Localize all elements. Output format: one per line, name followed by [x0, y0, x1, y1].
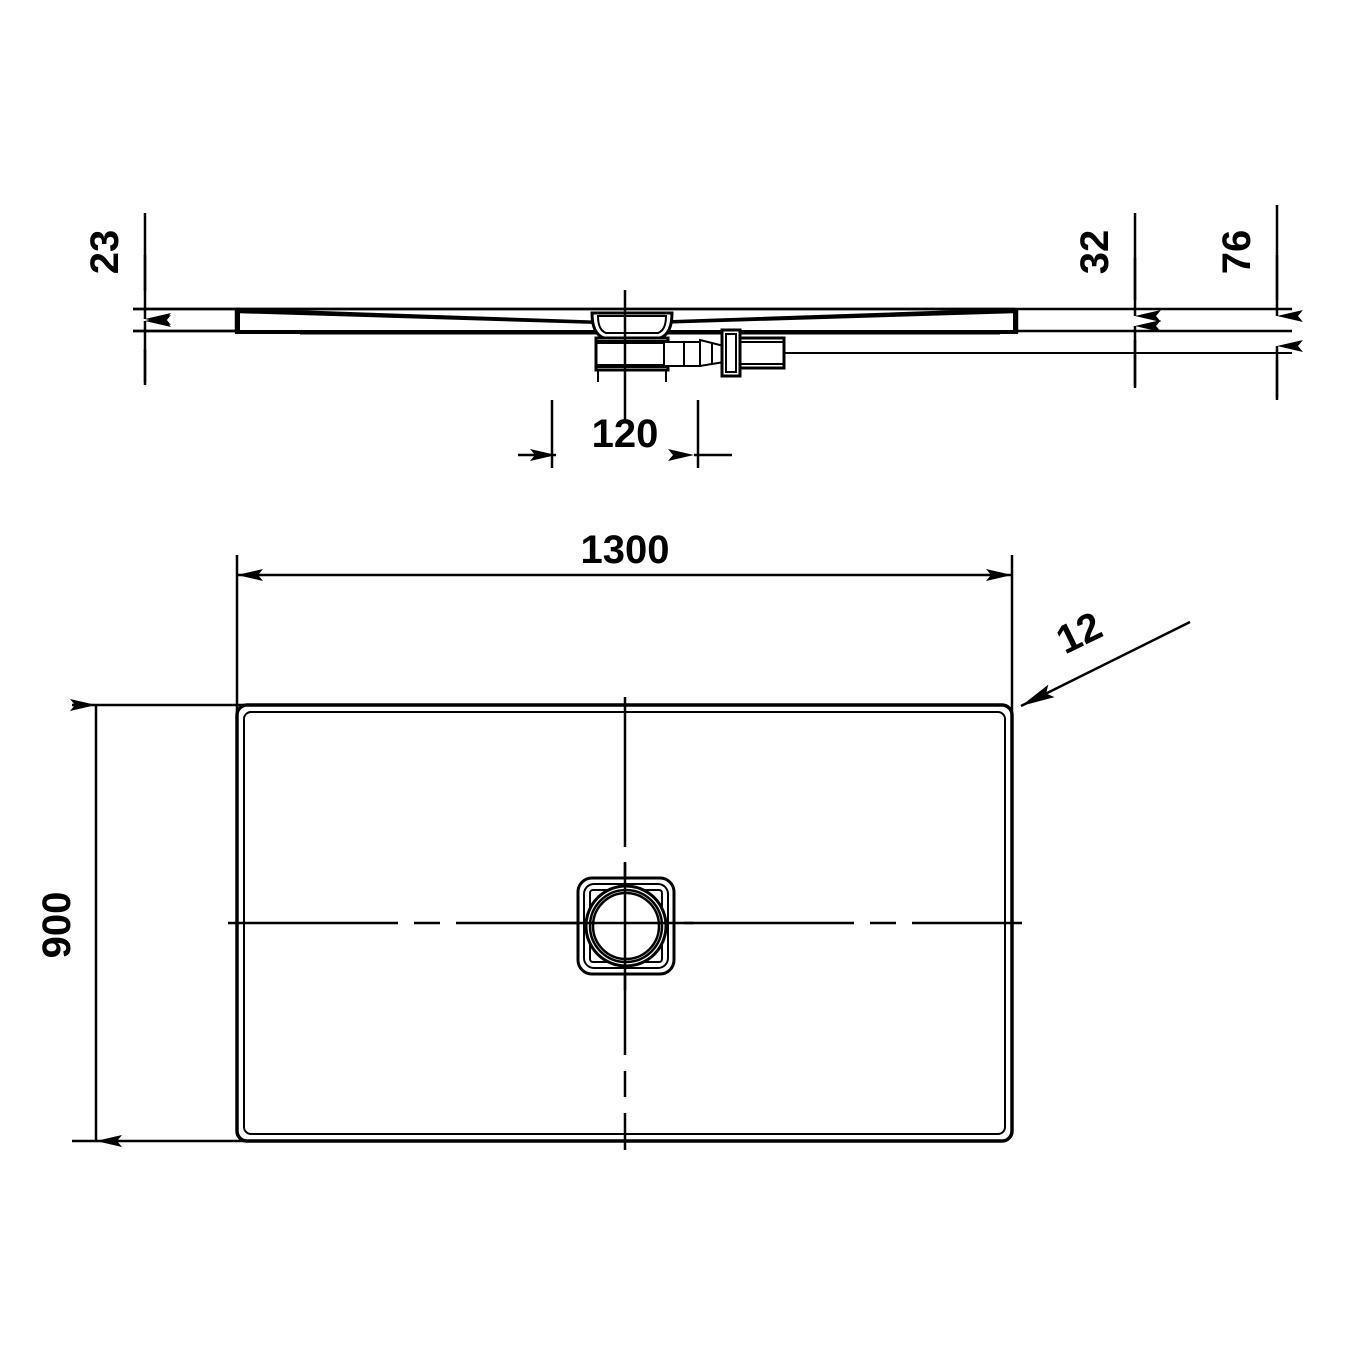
dimension-120 [518, 400, 732, 468]
waste-trap-assembly [590, 311, 1292, 382]
side-section-view: 23 [83, 205, 1303, 468]
dimension-label-900: 900 [35, 892, 79, 959]
extension-lines-23 [133, 213, 240, 382]
dimension-label-12: 12 [1050, 604, 1109, 663]
dimension-label-32: 32 [1073, 230, 1117, 275]
tray-profile-section [133, 307, 1292, 335]
extension-lines-1300 [235, 555, 1014, 712]
leader-line-12 [1020, 620, 1191, 708]
drain-grate [560, 862, 694, 990]
top-plan-view: 1300 900 [35, 528, 1191, 1150]
dimension-label-23: 23 [83, 230, 127, 275]
dimension-label-120: 120 [592, 412, 659, 456]
dimension-label-76: 76 [1215, 230, 1259, 275]
dimension-label-1300: 1300 [581, 528, 670, 572]
